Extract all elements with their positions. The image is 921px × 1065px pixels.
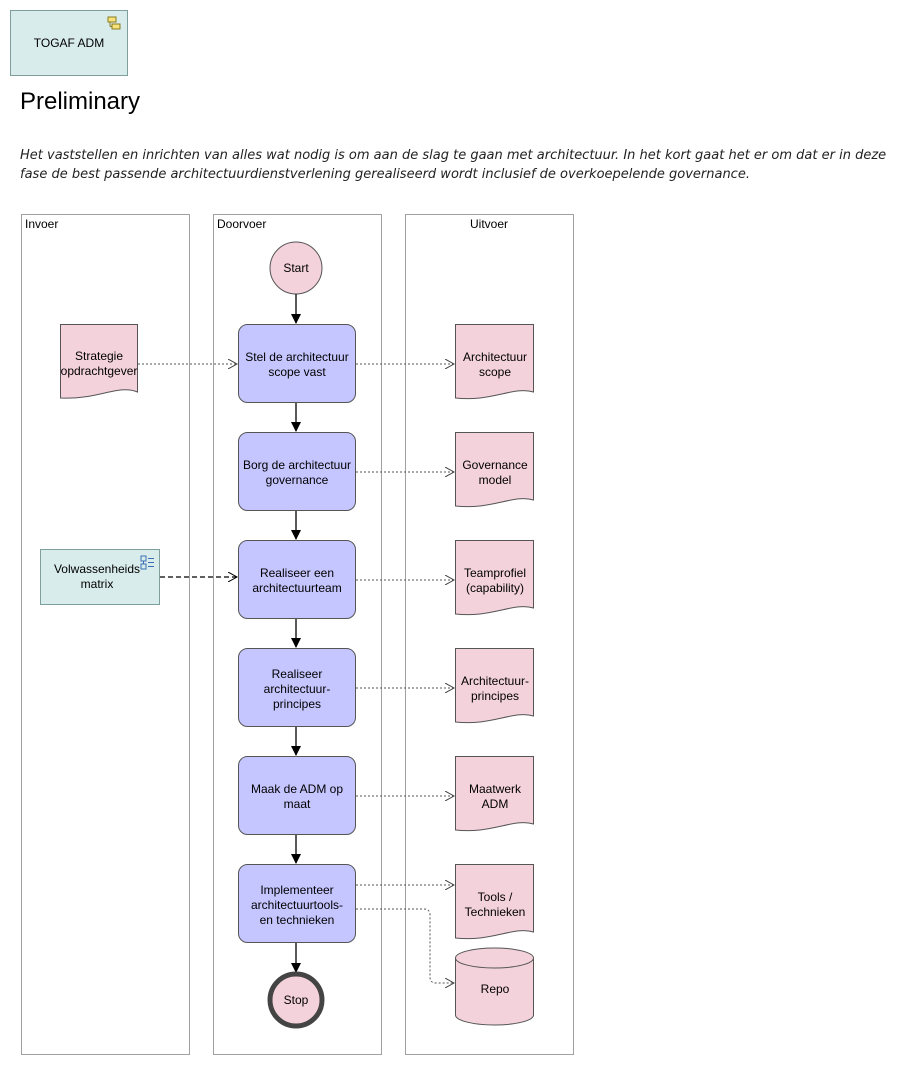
input-maturity-line2: matrix (81, 577, 114, 591)
stop-event[interactable]: Stop (267, 971, 325, 1029)
process-step-1-line2: scope vast (268, 365, 326, 379)
process-step-6-line1: Implementeer (260, 883, 333, 897)
togaf-adm-badge[interactable]: TOGAF ADM (10, 10, 128, 76)
process-step-2[interactable]: Borg de architectuur governance (238, 432, 356, 511)
process-step-1-line1: Stel de architectuur (245, 350, 348, 364)
process-step-3-line2: architectuurteam (252, 581, 341, 595)
output-3-line1: Teamprofiel (464, 566, 526, 580)
output-document-1[interactable]: Architectuur scope (455, 324, 534, 400)
business-object-icon (140, 555, 154, 570)
output-1-line2: scope (479, 365, 511, 379)
flow-step6-to-repository (356, 908, 454, 983)
output-flows (356, 364, 454, 983)
togaf-adm-label: TOGAF ADM (33, 36, 105, 50)
process-step-2-line1: Borg de architectuur (243, 458, 351, 472)
output-3-line2: (capability) (466, 581, 524, 595)
start-label: Start (283, 261, 309, 275)
lane-input-label: Invoer (25, 217, 58, 231)
stop-label: Stop (284, 993, 309, 1007)
process-step-5-line2: maat (284, 797, 311, 811)
output-6-line1: Tools / (478, 890, 513, 904)
output-4-line2: principes (471, 689, 519, 703)
input-document-strategy[interactable]: Strategie opdrachtgever (60, 324, 138, 399)
lane-process-label: Doorvoer (217, 217, 266, 231)
output-2-line2: model (479, 473, 512, 487)
component-icon (107, 16, 121, 30)
output-6-line2: Technieken (465, 905, 526, 919)
process-step-3[interactable]: Realiseer een architectuurteam (238, 540, 356, 619)
process-step-4-line2: architectuur- (264, 682, 331, 696)
process-step-3-line1: Realiseer een (260, 566, 334, 580)
process-step-1[interactable]: Stel de architectuur scope vast (238, 324, 356, 403)
process-step-6-line2: architectuurtools- (251, 898, 343, 912)
process-step-6-line3: en technieken (260, 913, 335, 927)
repository-label: Repo (481, 982, 510, 996)
process-step-4-line3: principes (273, 697, 321, 711)
start-event[interactable]: Start (269, 241, 323, 295)
input-maturity-matrix[interactable]: Volwassenheids matrix (40, 549, 160, 605)
output-4-line1: Architectuur- (461, 674, 529, 688)
output-document-2[interactable]: Governance model (455, 432, 534, 508)
page-title: Preliminary (20, 88, 141, 115)
process-step-6[interactable]: Implementeer architectuurtools- en techn… (238, 864, 356, 943)
process-step-4-line1: Realiseer (272, 667, 323, 681)
lane-output-label: Uitvoer (470, 217, 508, 231)
page-description: Het vaststellen en inrichten van alles w… (20, 148, 887, 182)
input-maturity-line1: Volwassenheids (54, 562, 140, 576)
output-document-5[interactable]: Maatwerk ADM (455, 756, 534, 832)
process-step-5-line1: Maak de ADM op (251, 782, 343, 796)
output-document-6[interactable]: Tools / Technieken (455, 864, 534, 940)
output-1-line1: Architectuur (463, 350, 527, 364)
output-document-3[interactable]: Teamprofiel (capability) (455, 540, 534, 616)
output-2-line1: Governance (462, 458, 528, 472)
input-strategy-line2: opdrachtgever (61, 364, 138, 378)
output-5-line2: ADM (482, 797, 509, 811)
input-strategy-line1: Strategie (75, 349, 123, 363)
process-step-2-line2: governance (266, 473, 329, 487)
output-5-line1: Maatwerk (469, 782, 522, 796)
process-step-5[interactable]: Maak de ADM op maat (238, 756, 356, 835)
process-step-4[interactable]: Realiseer architectuur- principes (238, 648, 356, 727)
output-document-4[interactable]: Architectuur- principes (455, 648, 534, 724)
repository-datastore[interactable]: Repo (455, 947, 534, 1026)
